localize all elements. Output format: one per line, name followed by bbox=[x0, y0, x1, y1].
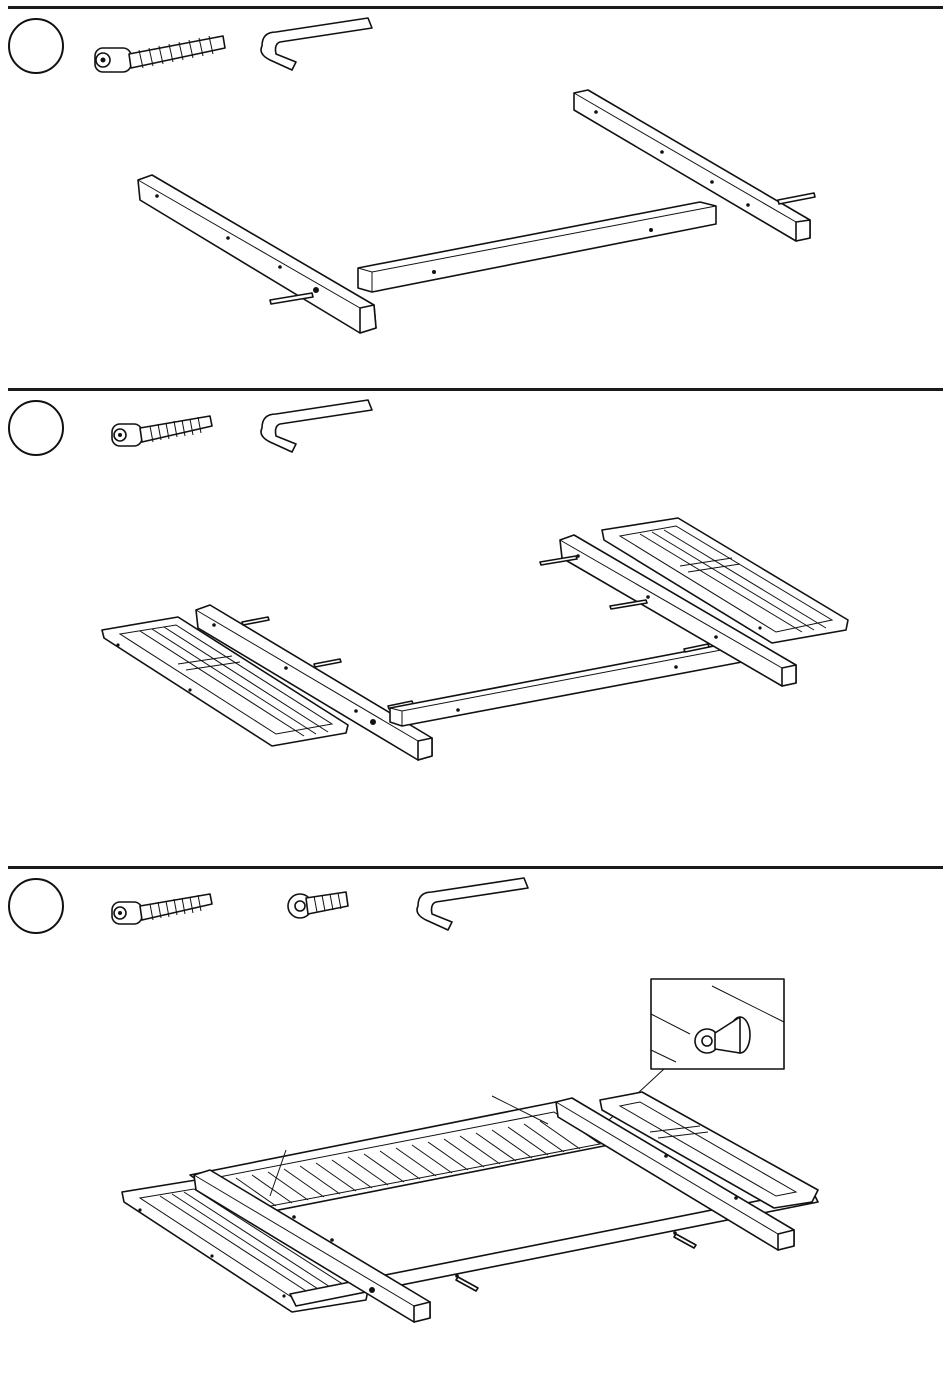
allen-key-icon bbox=[261, 400, 372, 452]
center-beam bbox=[358, 202, 716, 292]
left-side-rail bbox=[138, 175, 376, 333]
step-2-illustration bbox=[0, 388, 950, 858]
cam-bolt-icon bbox=[95, 36, 225, 72]
cam-bolt-icon bbox=[112, 894, 212, 924]
allen-key-icon bbox=[261, 18, 372, 70]
cam-bolt-left bbox=[270, 293, 313, 304]
connector-bolt-icon bbox=[288, 892, 348, 918]
step-3-illustration bbox=[0, 866, 950, 1366]
cam-bolt-right bbox=[778, 193, 815, 204]
step-1-illustration bbox=[0, 0, 950, 380]
cam-bolt-icon bbox=[112, 416, 212, 446]
center-beam bbox=[390, 643, 742, 726]
allen-key-icon bbox=[417, 878, 528, 930]
